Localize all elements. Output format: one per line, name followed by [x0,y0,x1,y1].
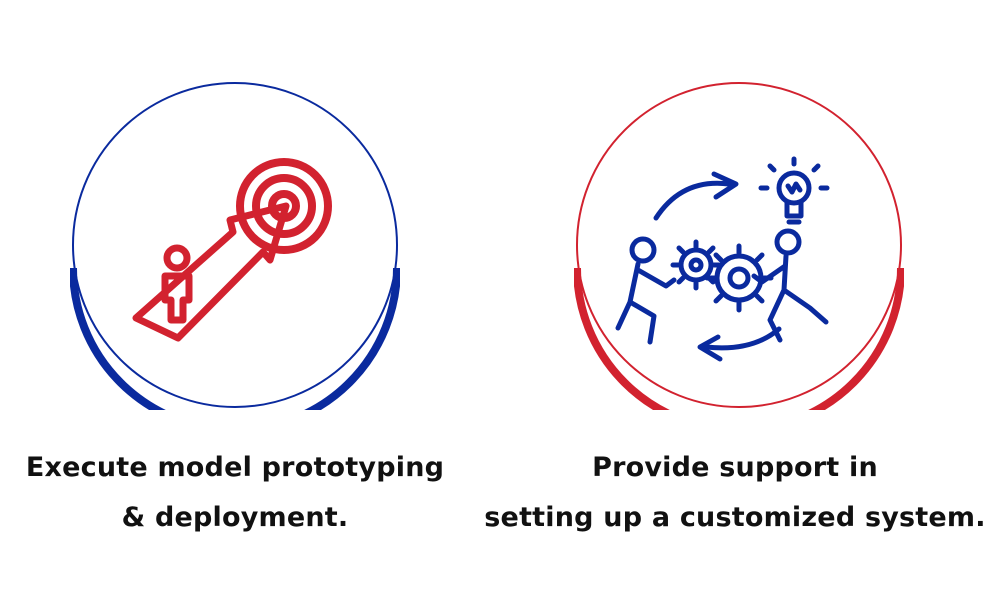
icon-circle [574,80,904,410]
caption-line: & deployment. [121,502,349,533]
target-arrow-growth-icon [70,82,400,410]
caption-line: Execute model prototyping [25,452,445,483]
feature-caption: Provide support in setting up a customiz… [470,443,1000,543]
feature-card-support: Provide support in setting up a customiz… [470,0,1000,610]
caption-line: Provide support in [592,452,878,483]
teamwork-gears-idea-icon [574,82,904,410]
feature-card-prototyping: Execute model prototyping & deployment. [0,0,470,610]
caption-line: setting up a customized system. [484,502,986,533]
icon-circle [70,80,400,410]
feature-caption: Execute model prototyping & deployment. [0,443,470,543]
